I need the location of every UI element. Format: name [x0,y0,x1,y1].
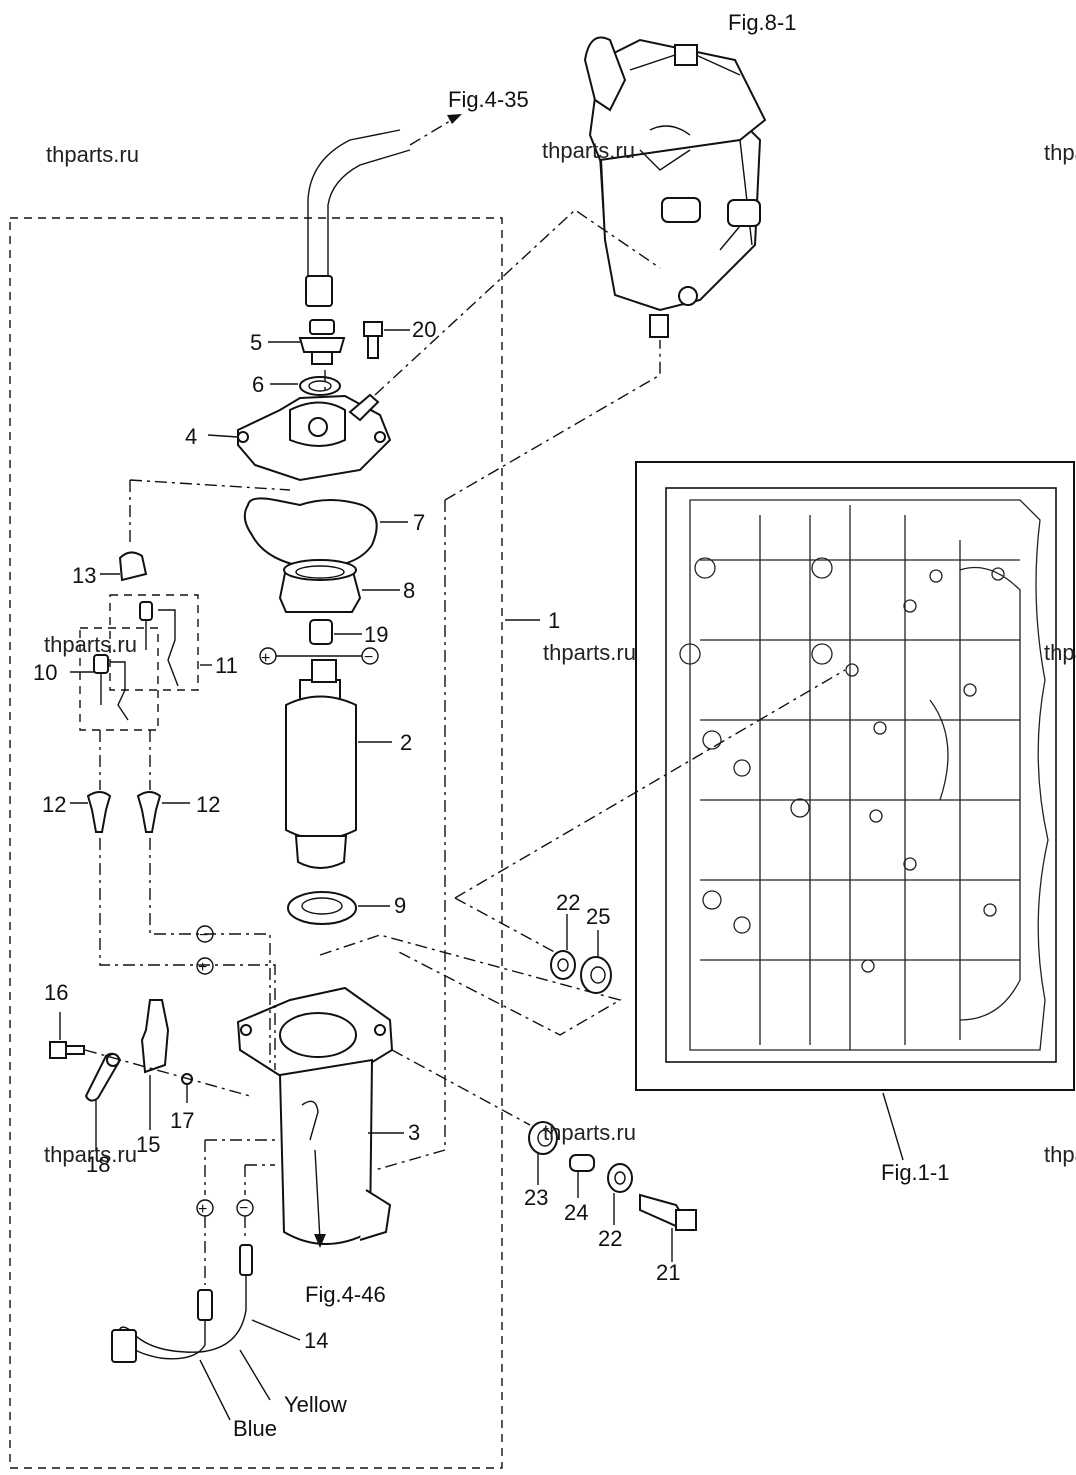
part-7-gasket [243,497,408,569]
polarity-plus-14: + [198,1201,207,1218]
ref-fig4-46[interactable]: Fig.4-46 [305,1282,386,1307]
fuel-tank-fig8-1 [583,36,767,338]
callout-4: 4 [185,424,197,449]
part-4-pump-cover [207,209,661,482]
watermark-8: thparts.ru [543,1120,636,1145]
callout-2: 2 [400,730,412,755]
part-2-fuel-pump [285,659,392,869]
callout-14: 14 [304,1328,328,1353]
callout-17: 17 [170,1108,194,1133]
polarity-plus-mark [196,957,214,975]
polarity-plus-pump: + [261,650,270,667]
callout-11: 11 [215,653,238,678]
polarity-minus-14: − [239,1200,248,1217]
callout-22-bottom: 22 [598,1226,622,1251]
watermark-7: thparts.ru [44,1142,137,1167]
parts-21-24 [391,1049,697,1262]
part-19-fitting [309,619,362,645]
callout-16: 16 [44,980,68,1005]
fuel-hose [305,114,462,307]
grommet-link [454,897,561,956]
ground-parts [49,999,251,1150]
polarity-minus-pump: − [364,649,373,666]
callout-12-left: 12 [42,792,66,817]
part-14-harness [111,1139,301,1421]
part-5-fitting [268,319,346,365]
assembly-boundary [9,217,503,1469]
callout-25: 25 [586,904,610,929]
part-8-ring-nut [278,559,400,613]
watermark-4: thparts.ru [44,632,137,657]
callout-13: 13 [72,563,96,588]
ref-fig8-1[interactable]: Fig.8-1 [728,10,796,35]
callout-3: 3 [408,1120,420,1145]
engine-block-inset [635,461,1075,1161]
callout-6: 6 [252,372,264,397]
callout-15: 15 [136,1132,160,1157]
callout-10: 10 [33,660,57,685]
part-1-leader [374,500,446,1171]
callout-9: 9 [394,893,406,918]
seal-link [319,934,622,1036]
callout-18: 18 [86,1152,110,1177]
watermark-2: thparts.ru [542,138,635,163]
wire-yellow-label: Yellow [284,1392,347,1417]
callout-21: 21 [656,1260,680,1285]
callout-7: 7 [413,510,425,535]
pump-polarity-marks [259,647,379,665]
polarity-minus-harness: − [199,927,208,944]
polarity-plus-harness: + [198,959,207,976]
callout-8: 8 [403,578,415,603]
watermark-5: thparts.ru [543,640,636,665]
callout-20: 20 [412,317,436,342]
callout-22-top: 22 [556,890,580,915]
part-3-pump-housing [236,986,404,1248]
watermark-3: thparts.ru [1044,140,1076,165]
wire-blue-label: Blue [233,1416,277,1441]
tank-link [444,340,661,501]
ref-fig1-1[interactable]: Fig.1-1 [881,1160,949,1185]
callout-12-right: 12 [196,792,220,817]
watermark-9: thparts.ru [1044,1142,1076,1167]
polarity-minus-mark [196,925,214,943]
part-6-seal [270,376,341,396]
part-9-seal [287,891,390,925]
callout-23: 23 [524,1185,548,1210]
block-link [454,669,846,899]
watermark-6: thparts.ru [1044,640,1076,665]
parts-22-25 [550,914,612,994]
callout-1: 1 [548,608,560,633]
callout-24: 24 [564,1200,588,1225]
ref-fig4-35[interactable]: Fig.4-35 [448,87,529,112]
connector-parts [70,479,291,1070]
watermark-1: thparts.ru [46,142,139,167]
callout-19: 19 [364,622,388,647]
part-20-bolt [363,321,410,359]
callout-5: 5 [250,330,262,355]
